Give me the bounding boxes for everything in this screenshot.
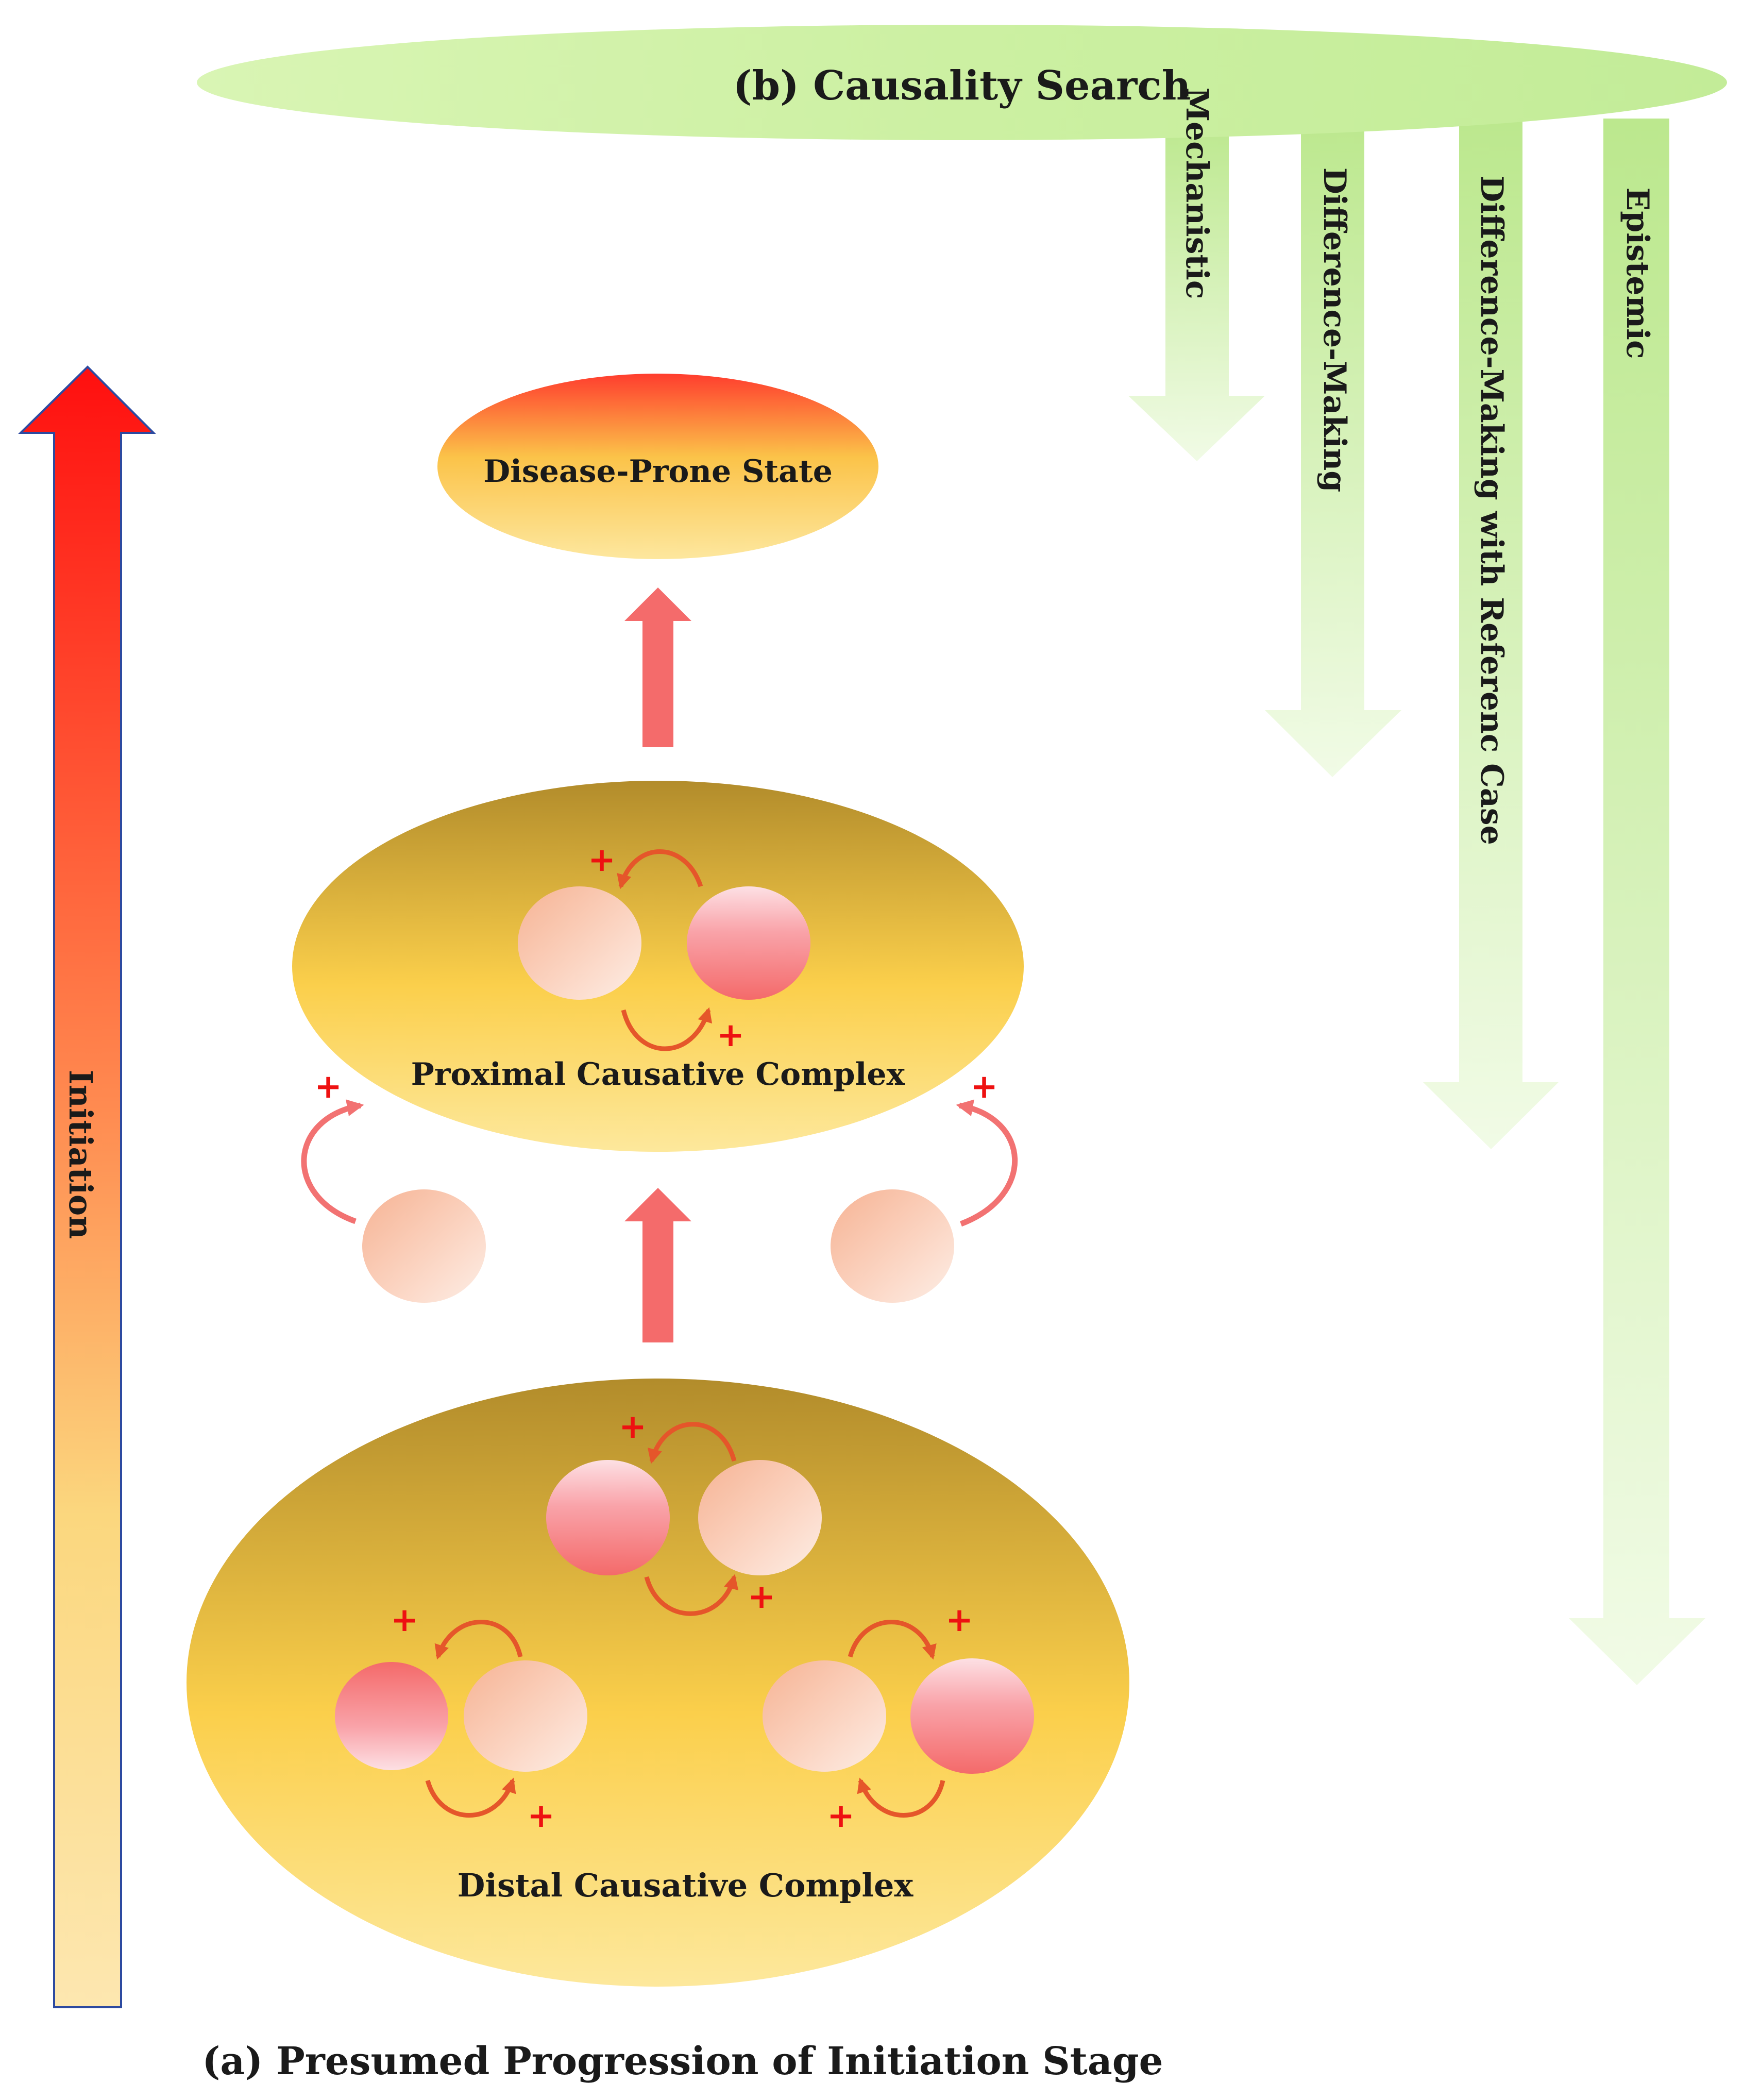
plus-sign: +: [527, 1797, 555, 1835]
proximal-feedback-arrow-bottom: [621, 1007, 713, 1051]
distal-complex: + + + + + + Distal Causative Complex: [187, 1379, 1129, 1987]
distal-complex-label: Distal Causative Complex: [458, 1867, 914, 1904]
distal-feedback-arrow: [425, 1777, 516, 1818]
figure-caption: (a) Presumed Progression of Initiation S…: [202, 2039, 1163, 2084]
plus-sign: +: [619, 1408, 647, 1446]
branch-arrow-difference-making: [1265, 119, 1401, 777]
branch-arrow-difference-making-reference: [1423, 119, 1559, 1149]
disease-state-ellipse: [437, 374, 878, 559]
causality-search: (b) Causality Search Mechanistic Differe…: [197, 25, 1727, 1685]
plus-sign: +: [391, 1601, 418, 1639]
distal-factor-pink-right: [910, 1658, 1034, 1774]
causality-search-banner: [197, 25, 1727, 140]
causality-search-title: (b) Causality Search: [733, 62, 1191, 109]
distal-feedback-arrow: [857, 1777, 945, 1818]
branch-label-difference-making-reference: Difference-Making with Referenc Case: [1474, 175, 1510, 845]
plus-sign: +: [748, 1578, 775, 1616]
proximal-factor-peach: [518, 886, 641, 1000]
plus-sign: +: [945, 1601, 973, 1639]
branch-arrow-epistemic: [1569, 119, 1705, 1685]
side-factor-left: +: [301, 1068, 486, 1303]
progress-arrow-proximal-to-disease: [624, 587, 691, 747]
distal-feedback-arrow: [848, 1620, 937, 1660]
distal-factor-peach-right: [763, 1660, 886, 1772]
initiation-arrow-shape: [18, 365, 156, 2008]
plus-sign: +: [717, 1016, 744, 1054]
branch-label-difference-making: Difference-Making: [1316, 167, 1352, 493]
distal-factor-peach-left: [464, 1660, 587, 1772]
proximal-complex-ellipse: [292, 781, 1024, 1152]
plus-sign: +: [970, 1068, 998, 1106]
contributing-factor-right: [831, 1189, 954, 1303]
plus-sign: +: [827, 1797, 855, 1835]
branch-arrow-mechanistic: [1128, 119, 1265, 461]
distal-factor-pink-top: [546, 1460, 670, 1575]
proximal-feedback-arrow-top: [617, 849, 703, 889]
plus-sign: +: [314, 1068, 342, 1106]
initiation-label: Initiation: [62, 1070, 99, 1239]
progress-arrow-distal-to-proximal: [624, 1188, 691, 1342]
side-feedback-arrow-right: [956, 1099, 1018, 1227]
plus-sign: +: [588, 841, 616, 879]
proximal-factor-pink: [687, 886, 810, 1000]
distal-feedback-arrow: [434, 1620, 523, 1660]
disease-state-label: Disease-Prone State: [483, 453, 833, 490]
distal-factor-peach-top: [698, 1460, 822, 1575]
branch-label-mechanistic: Mechanistic: [1179, 88, 1215, 299]
branch-label-epistemic: Epistemic: [1619, 188, 1655, 359]
distal-factor-pink-left: [335, 1662, 448, 1770]
distal-complex-ellipse: [187, 1379, 1129, 1987]
disease-prone-state: Disease-Prone State: [437, 374, 878, 559]
proximal-complex: + + Proximal Causative Complex: [292, 781, 1024, 1152]
distal-feedback-arrow: [644, 1574, 739, 1616]
side-factor-right: +: [831, 1068, 1018, 1303]
initiation-arrow: Initiation: [18, 365, 156, 2008]
side-feedback-arrow-left: [301, 1099, 364, 1224]
proximal-complex-label: Proximal Causative Complex: [411, 1056, 906, 1093]
distal-feedback-arrow: [647, 1422, 737, 1464]
contributing-factor-left: [362, 1189, 486, 1303]
